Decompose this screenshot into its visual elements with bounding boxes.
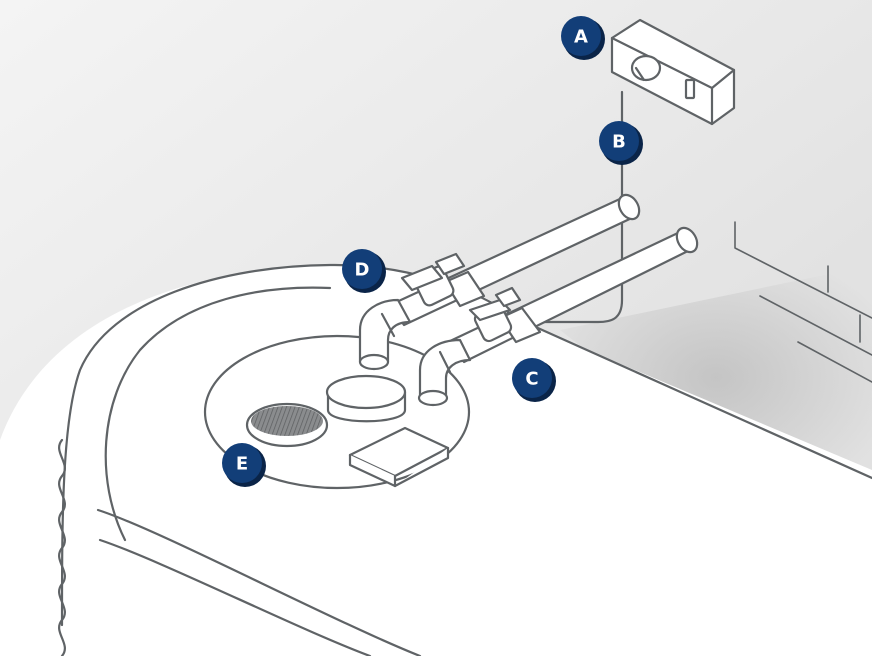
- floor-shadow: [560, 265, 872, 490]
- badge-c: C: [512, 358, 556, 402]
- badge-b: B: [599, 121, 643, 165]
- badge-b-circle: [599, 121, 639, 161]
- badge-e-circle: [222, 443, 262, 483]
- power-cable: [538, 90, 624, 324]
- badge-a-label: A: [574, 27, 588, 48]
- badge-a-circle: [561, 16, 601, 56]
- control-box: [610, 18, 736, 126]
- badge-c-circle: [512, 358, 552, 398]
- brick-wall-lines: [734, 221, 872, 383]
- badge-b-label: B: [612, 132, 626, 153]
- inlet-pipe: [358, 193, 641, 371]
- tank-fittings: [245, 374, 450, 488]
- outlet-pipe: [417, 226, 699, 407]
- badge-d-circle: [342, 249, 382, 289]
- inspection-cover: [251, 406, 323, 436]
- badge-d: D: [342, 249, 386, 293]
- badge-a: A: [561, 16, 605, 60]
- badge-e-label: E: [236, 454, 248, 475]
- badge-c-label: C: [525, 369, 538, 390]
- badge-e: E: [222, 443, 266, 487]
- badge-d-label: D: [355, 260, 370, 281]
